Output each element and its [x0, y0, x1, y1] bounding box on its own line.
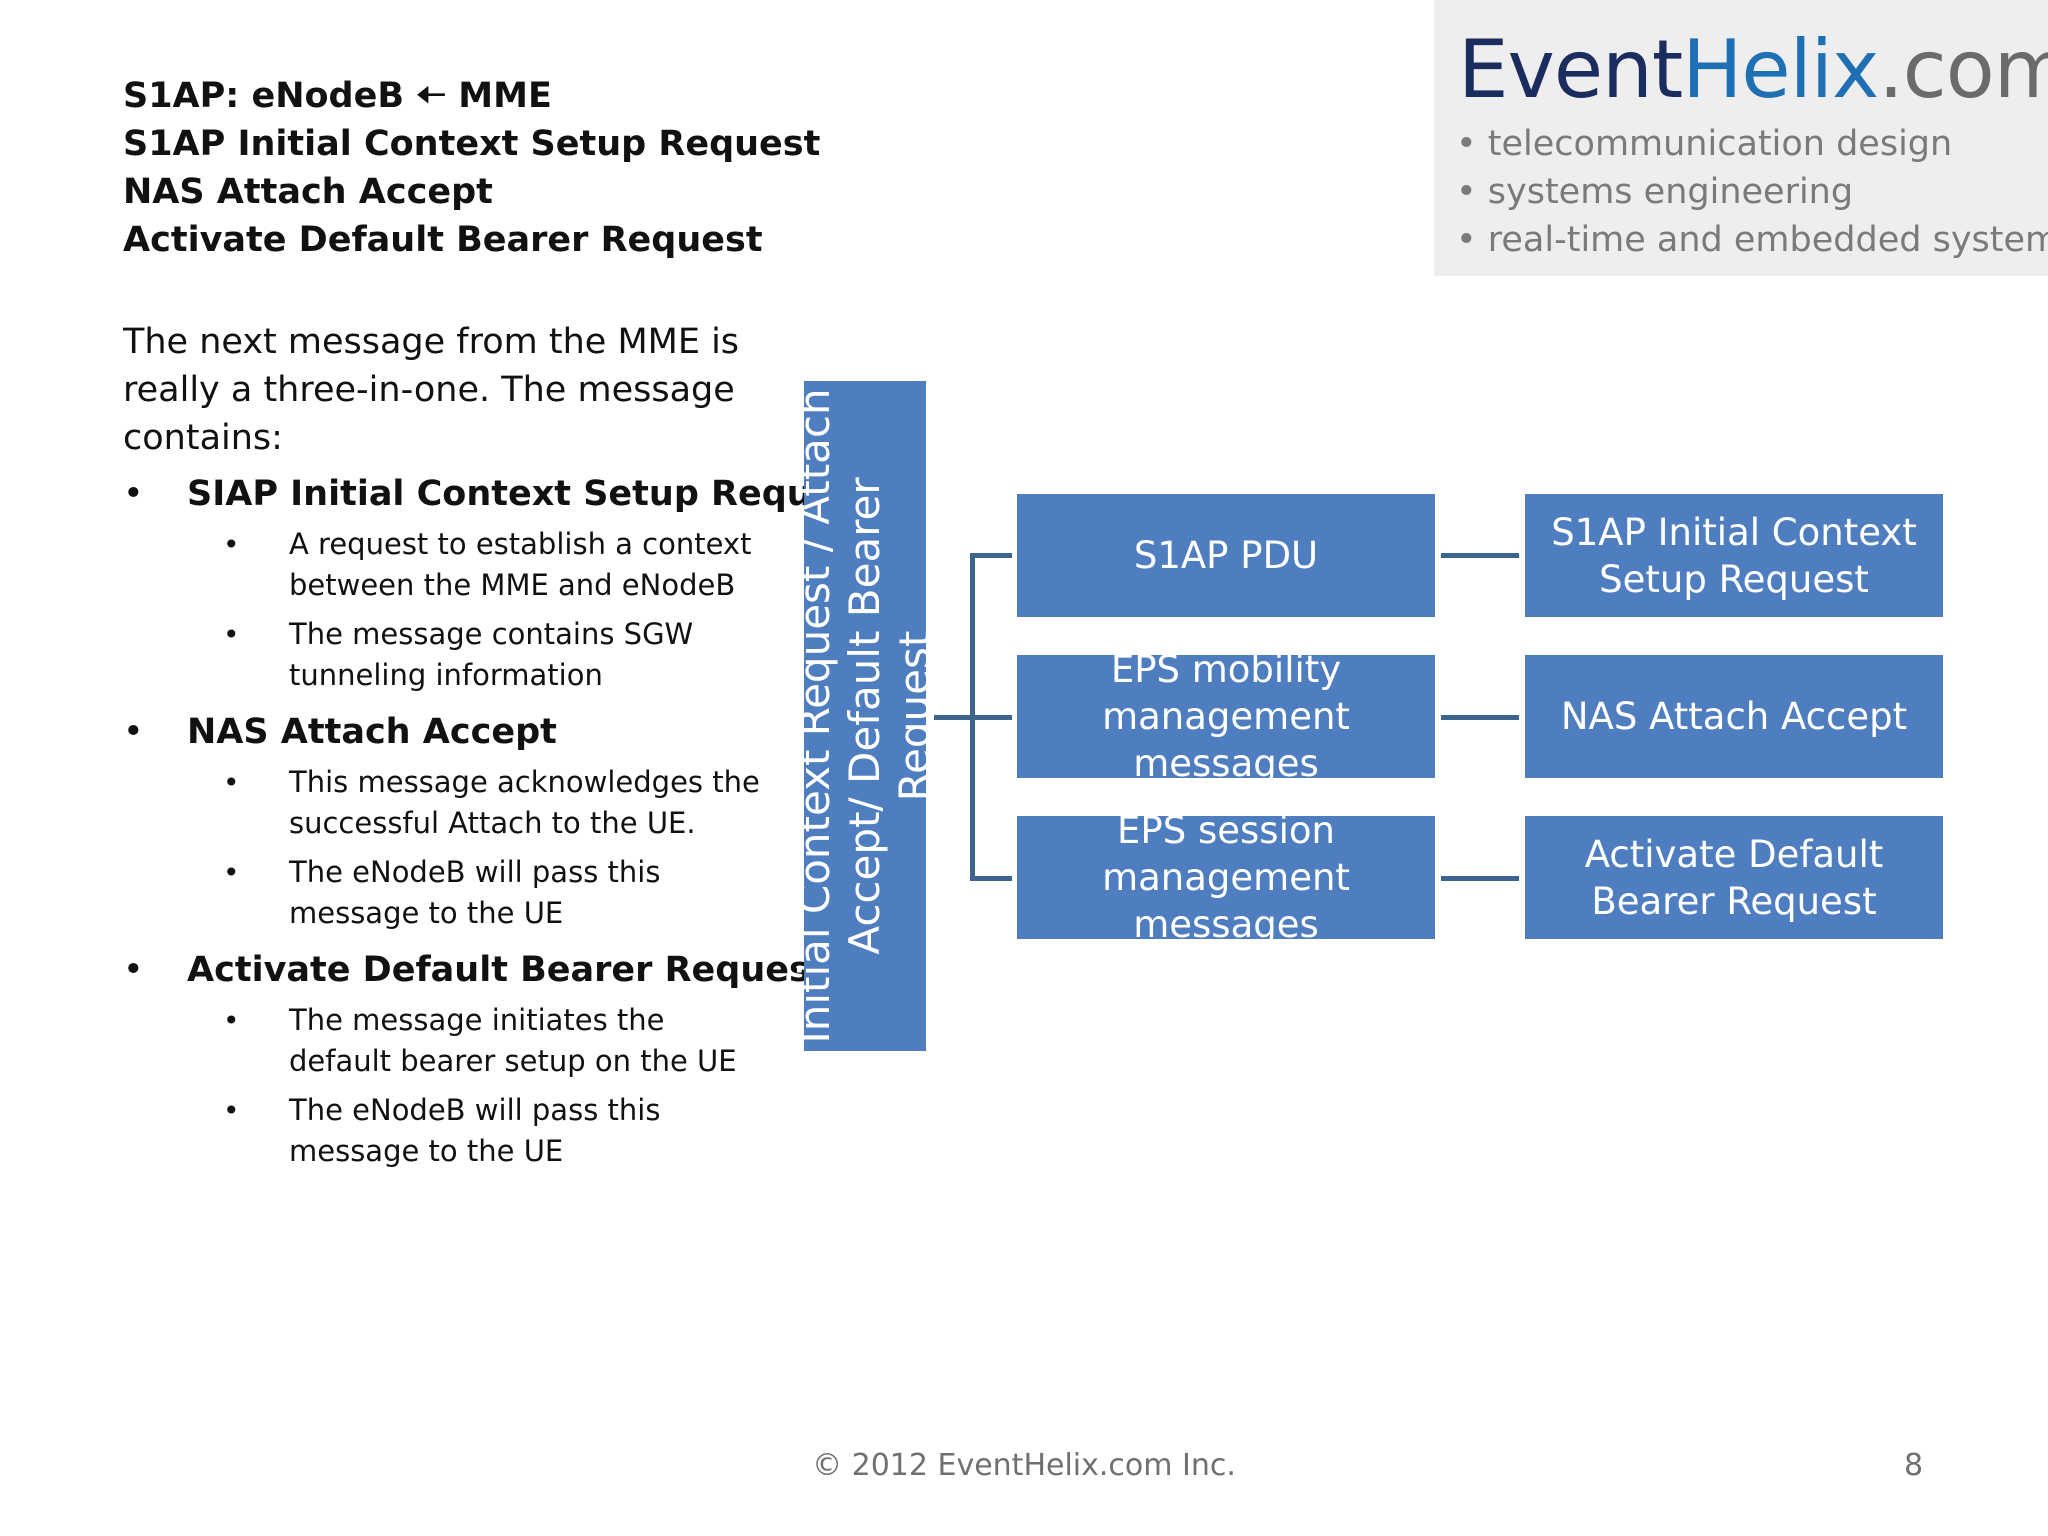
sub-point-text: This message acknowledges the successful…	[289, 765, 760, 840]
sub-point-text: The message contains SGW tunneling infor…	[289, 617, 694, 692]
bullet-icon: •	[123, 950, 144, 990]
title-line-bearer: Activate Default Bearer Request	[123, 220, 763, 260]
tagline-item: • systems engineering	[1456, 172, 1854, 212]
sub-point: • A request to establish a context betwee…	[123, 524, 763, 606]
tagline-item: • telecommunication design	[1456, 124, 1953, 164]
sub-point-list: • This message acknowledges the successfu…	[123, 762, 763, 934]
tagline-item: • real-time and embedded systems	[1456, 220, 2048, 260]
title-line-direction: S1AP: eNodeB 🠠 MME	[123, 72, 823, 120]
bullet-icon: •	[223, 856, 240, 889]
sub-point-list: • A request to establish a context betwee…	[123, 524, 763, 696]
title-source: S1AP: eNodeB	[123, 76, 405, 116]
container-node-emm: EPS mobility management messages	[1017, 648, 1435, 785]
title-destination: MME	[458, 76, 552, 116]
section-title: NAS Attach Accept	[187, 712, 557, 752]
sub-point-text: The eNodeB will pass this message to the…	[289, 855, 661, 930]
slide-body: The next message from the MME is really …	[123, 318, 874, 1184]
bullet-icon: •	[223, 1004, 240, 1037]
left-arrow-icon: 🠠	[416, 76, 447, 116]
bracket-branch-2	[970, 715, 1012, 720]
page-number: 8	[1904, 1448, 1924, 1483]
message-node-default-bearer: Activate Default Bearer Request	[1525, 816, 1943, 939]
container-node-esm: EPS session management messages	[1017, 809, 1435, 946]
sub-point-text: The eNodeB will pass this message to the…	[289, 1093, 661, 1168]
diagram-root-box: Initial Context Request / Attach Accept/…	[790, 381, 939, 1051]
sub-point: • The message initiates the default beare…	[123, 1000, 763, 1082]
brand-logo: EventHelix.com	[1458, 22, 2048, 118]
intro-paragraph: The next message from the MME is really …	[123, 322, 740, 458]
bullet-icon: •	[223, 528, 240, 561]
bullet-icon: •	[123, 474, 144, 514]
sub-point-text: The message initiates the default bearer…	[289, 1003, 737, 1078]
title-line-nas: NAS Attach Accept	[123, 172, 493, 212]
link-row-1	[1441, 553, 1519, 558]
section-list: • SIAP Initial Context Setup Request • A …	[123, 470, 874, 1172]
bullet-icon: •	[223, 1094, 240, 1127]
sub-point-list: • The message initiates the default beare…	[123, 1000, 763, 1172]
brand-panel: EventHelix.com • telecommunication desig…	[1434, 0, 2048, 276]
sub-point: • The eNodeB will pass this message to th…	[123, 1090, 763, 1172]
container-node-s1ap-pdu: S1AP PDU	[1017, 494, 1435, 617]
logo-com: .com	[1878, 23, 2048, 116]
sub-point: • This message acknowledges the successfu…	[123, 762, 763, 844]
slide-title: S1AP: eNodeB 🠠 MME S1AP Initial Context …	[123, 72, 823, 264]
root-connector	[934, 715, 972, 720]
sub-point-text: A request to establish a context between…	[289, 527, 752, 602]
bullet-icon: •	[123, 712, 144, 752]
section-item: • Activate Default Bearer Request • The m…	[123, 946, 827, 1172]
section-item: • NAS Attach Accept • This message acknow…	[123, 708, 763, 934]
link-row-2	[1441, 715, 1519, 720]
copyright-footer: © 2012 EventHelix.com Inc.	[812, 1448, 1236, 1483]
bracket-branch-3	[970, 876, 1012, 881]
bullet-icon: •	[223, 618, 240, 651]
sub-point: • The eNodeB will pass this message to th…	[123, 852, 763, 934]
bullet-icon: •	[223, 766, 240, 799]
title-line-s1ap: S1AP Initial Context Setup Request	[123, 124, 821, 164]
section-item: • SIAP Initial Context Setup Request • A …	[123, 470, 874, 696]
logo-event: Event	[1458, 23, 1683, 116]
section-title: Activate Default Bearer Request	[187, 950, 827, 990]
bracket-branch-1	[970, 553, 1012, 558]
message-node-attach-accept: NAS Attach Accept	[1525, 655, 1943, 778]
brand-taglines: • telecommunication design • systems eng…	[1456, 120, 2048, 264]
section-title: SIAP Initial Context Setup Request	[187, 474, 874, 514]
link-row-3	[1441, 876, 1519, 881]
logo-helix: Helix	[1682, 23, 1879, 116]
sub-point: • The message contains SGW tunneling info…	[123, 614, 763, 696]
diagram-root-label: Initial Context Request / Attach Accept/…	[790, 388, 939, 1044]
message-node-initial-context: S1AP Initial Context Setup Request	[1525, 494, 1943, 617]
